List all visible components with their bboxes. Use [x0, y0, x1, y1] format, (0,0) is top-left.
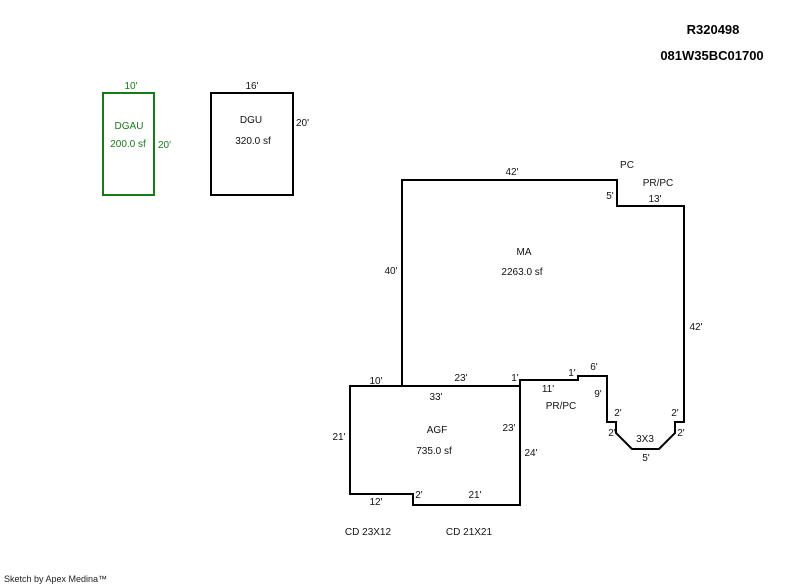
agf-dim-right-inner: 23'	[502, 423, 515, 434]
prpc-dim-right-down: 9'	[594, 389, 602, 400]
agf-outline	[349, 385, 521, 506]
bay-dim-left-lower: 2'	[608, 428, 616, 439]
agf-dim-top-left: 10'	[369, 376, 382, 387]
map-tax-lot: 081W35BC01700	[660, 48, 763, 63]
dgau-area: 200.0 sf	[110, 139, 146, 150]
cd-left-label: CD 23X12	[345, 527, 392, 538]
pr-pc-upper-label: PR/PC	[643, 178, 674, 189]
agf-dim-bottom-left: 12'	[369, 497, 382, 508]
agf-dim-right: 24'	[524, 448, 537, 459]
sketch-credit: Sketch by Apex Medina™	[4, 574, 107, 584]
agf-dim-bottom-right: 21'	[468, 490, 481, 501]
ma-dim-top: 42'	[505, 167, 518, 178]
ma-dim-left: 40'	[384, 266, 397, 277]
prpc-dim-step: 1'	[568, 368, 576, 379]
dgau-code: DGAU	[115, 121, 144, 132]
account-id: R320498	[687, 22, 740, 37]
agf-code: AGF	[427, 425, 448, 436]
agf-dim-top-right: 1'	[511, 373, 519, 384]
dgu-code: DGU	[240, 115, 262, 126]
dgu-dim-top: 16'	[245, 81, 258, 92]
dgu-dim-right: 20'	[296, 118, 309, 129]
ma-code: MA	[517, 247, 532, 258]
bay-dim-left-upper: 2'	[614, 408, 622, 419]
prpc-dim-top-right: 6'	[590, 362, 598, 373]
ma-dim-step-run: 13'	[648, 194, 661, 205]
bay-dim-bottom: 5'	[642, 453, 650, 464]
pc-label: PC	[620, 160, 634, 171]
agf-dim-top-mid: 23'	[454, 373, 467, 384]
agf-dim-left: 21'	[332, 432, 345, 443]
bay-dim-right-lower: 2'	[677, 428, 685, 439]
prpc-lower-label: PR/PC	[546, 401, 577, 412]
ma-dim-right: 42'	[689, 322, 702, 333]
cd-right-label: CD 21X21	[446, 527, 493, 538]
ma-outline	[401, 179, 685, 450]
ma-area: 2263.0 sf	[501, 267, 542, 278]
ma-dim-step-down: 5'	[606, 191, 614, 202]
bay-code: 3X3	[636, 434, 654, 445]
agf-area: 735.0 sf	[416, 446, 452, 457]
dgau-outline	[102, 92, 155, 196]
dgu-area: 320.0 sf	[235, 136, 271, 147]
dgau-dim-right: 20'	[158, 140, 171, 151]
dgu-outline	[210, 92, 294, 196]
prpc-dim-top: 11'	[542, 384, 554, 395]
agf-dim-bottom-step: 2'	[415, 490, 423, 501]
bay-dim-right-upper: 2'	[671, 408, 679, 419]
agf-dim-inner-top: 33'	[429, 392, 442, 403]
dgau-dim-top: 10'	[124, 81, 137, 92]
